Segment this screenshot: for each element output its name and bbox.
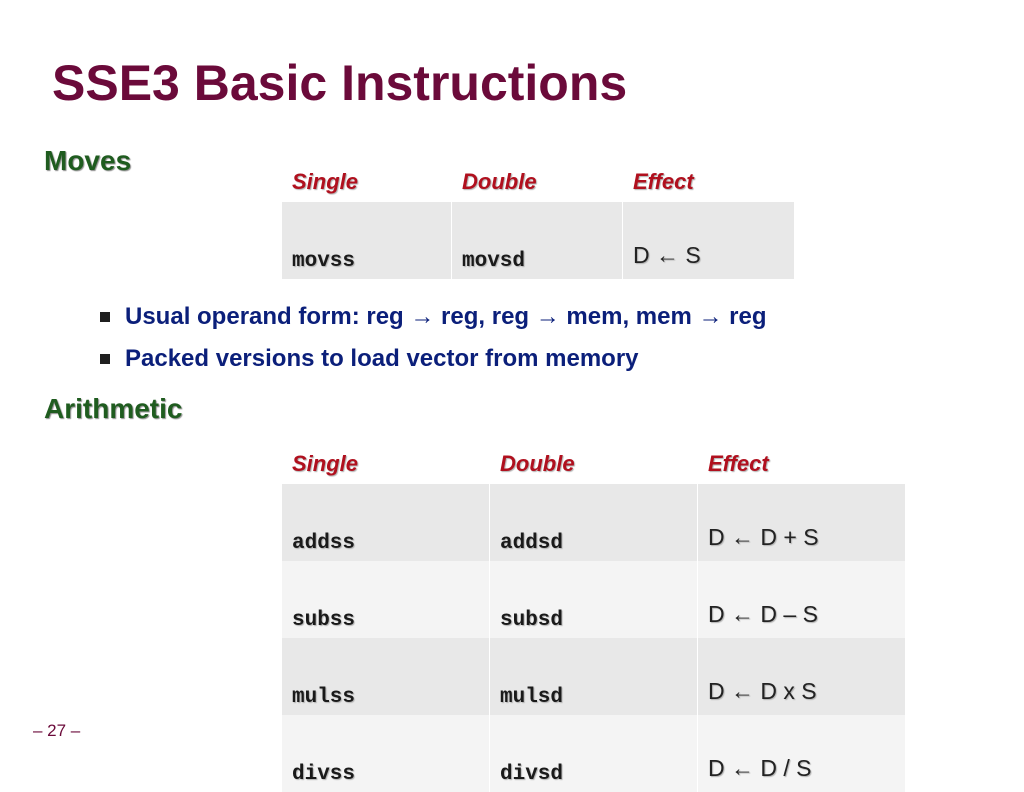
square-bullet-icon	[100, 312, 110, 322]
table-row: addss addsd D ← D + S	[282, 484, 905, 561]
effect-text: D ← S	[633, 242, 701, 268]
table-row: divss divsd D ← D / S	[282, 715, 905, 792]
single-instruction: movss	[282, 202, 452, 279]
page-number: – 27 –	[33, 721, 81, 740]
moves-bullet-list: Usual operand form: reg → reg, reg → mem…	[100, 296, 766, 380]
effect-text: D ← D – S	[708, 601, 818, 627]
single-instruction: divss	[282, 715, 490, 792]
moves-heading: Moves	[44, 145, 132, 176]
list-item: Usual operand form: reg → reg, reg → mem…	[100, 296, 766, 338]
bullet-text: Packed versions to load vector from memo…	[125, 345, 639, 372]
table-row: mulss mulsd D ← D x S	[282, 638, 905, 715]
effect-text: D ← D x S	[708, 678, 817, 704]
moves-table-header: Single Double Effect	[282, 162, 794, 202]
double-instruction: addsd	[490, 484, 698, 561]
single-instruction: subss	[282, 561, 490, 638]
square-bullet-icon	[100, 354, 110, 364]
table-row: subss subsd D ← D – S	[282, 561, 905, 638]
double-instruction: divsd	[490, 715, 698, 792]
header-effect: Effect	[633, 169, 694, 194]
slide-title: SSE3 Basic Instructions	[52, 55, 628, 111]
header-single: Single	[292, 169, 359, 194]
double-instruction: movsd	[452, 202, 623, 279]
header-effect: Effect	[708, 451, 769, 476]
bullet-text: Usual operand form: reg → reg, reg → mem…	[125, 303, 767, 330]
single-instruction: mulss	[282, 638, 490, 715]
header-double: Double	[462, 169, 537, 194]
table-row: movss movsd D ← S	[282, 202, 794, 279]
double-instruction: subsd	[490, 561, 698, 638]
arithmetic-heading: Arithmetic	[44, 393, 183, 424]
header-single: Single	[292, 451, 359, 476]
effect-text: D ← D / S	[708, 755, 812, 781]
double-instruction: mulsd	[490, 638, 698, 715]
single-instruction: addss	[282, 484, 490, 561]
header-double: Double	[500, 451, 575, 476]
moves-table: Single Double Effect movss movsd D ← S	[282, 162, 794, 279]
arithmetic-table: Single Double Effect addss addsd D ← D +…	[282, 444, 905, 792]
effect-text: D ← D + S	[708, 524, 819, 550]
list-item: Packed versions to load vector from memo…	[100, 338, 766, 380]
arithmetic-table-header: Single Double Effect	[282, 444, 905, 484]
